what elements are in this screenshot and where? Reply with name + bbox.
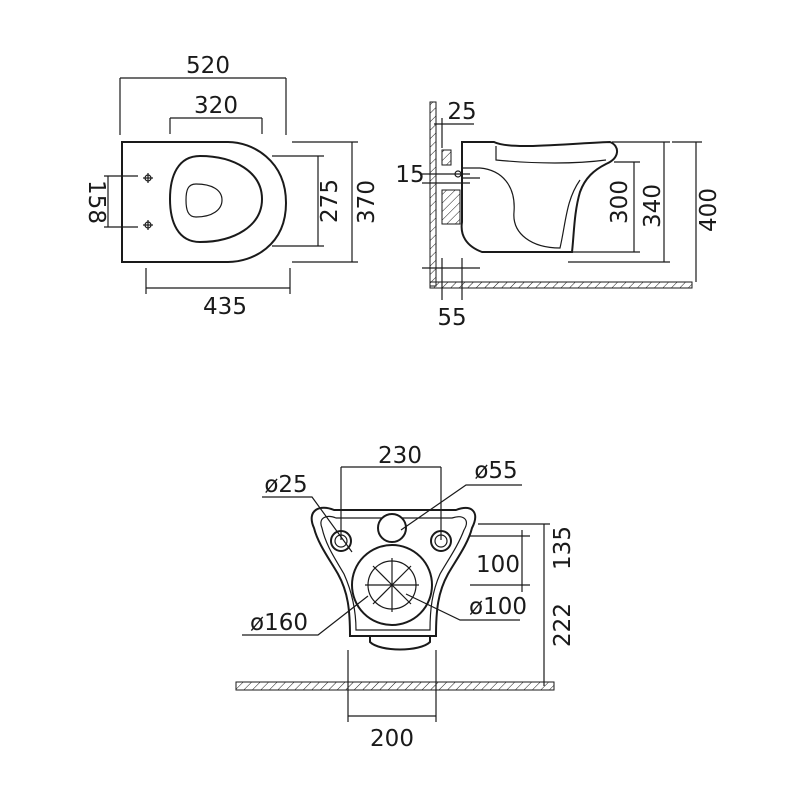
rear-inner-profile — [320, 515, 467, 631]
dim-overall-length: 520 — [119, 53, 287, 135]
dim-label: 15 — [395, 162, 424, 188]
dim-rim-height-300: 300 — [568, 161, 640, 253]
wall-section — [429, 101, 437, 287]
dim-label: 300 — [607, 180, 633, 224]
dim-seat-width: 275 — [272, 155, 343, 247]
outlet-hole — [351, 544, 433, 626]
dim-wall-offset: 25 — [434, 99, 477, 148]
dim-label: ø25 — [264, 472, 307, 498]
dim-overall-width: 370 — [292, 141, 380, 263]
dim-inlet-to-outlet: 100 — [470, 530, 530, 592]
leader-outlet-outer-diameter: ø160 — [242, 595, 369, 636]
bowl-outline — [121, 141, 288, 263]
seat-opening — [168, 154, 264, 244]
dim-label: 100 — [476, 552, 520, 578]
dim-inlet-offset: 15 — [395, 162, 470, 188]
dim-label: 320 — [194, 93, 238, 119]
dim-fixing-spacing: 158 — [83, 175, 138, 228]
dim-label: 230 — [378, 443, 422, 469]
leader-outlet-inner-diameter: ø100 — [405, 593, 527, 621]
inlet-block — [441, 149, 452, 166]
floor-section — [235, 681, 555, 691]
base-foot — [369, 636, 431, 651]
bowl-inner-line — [495, 146, 607, 164]
dim-outlet-to-floor: 222 — [543, 585, 576, 686]
dim-base-width: 200 — [347, 650, 437, 752]
dim-outlet-offset: 55 — [422, 258, 480, 331]
dim-label: ø160 — [250, 610, 308, 636]
bowl-profile — [460, 140, 618, 253]
fixing-hole-bottom — [143, 220, 153, 230]
side-view: 25 15 300 340 400 55 — [395, 99, 722, 331]
dim-label: 400 — [696, 188, 722, 232]
dim-label: 135 — [550, 526, 576, 570]
dim-label: 340 — [640, 184, 666, 228]
outlet-spigot — [462, 167, 480, 179]
floor-section — [429, 281, 693, 289]
dim-outlet-to-bolt: 135 — [478, 523, 576, 585]
dim-label: 158 — [83, 180, 109, 224]
inlet-hole — [377, 513, 407, 543]
top-view: 520 320 158 275 370 — [83, 53, 380, 320]
dim-label: 370 — [354, 180, 380, 224]
dim-seat-length: 320 — [169, 93, 263, 134]
dim-bolt-spacing: 230 — [340, 443, 442, 540]
dim-label: 25 — [447, 99, 476, 125]
rear-view: 230 ø25 ø55 100 135 222 ø160 — [235, 443, 576, 752]
fixing-hole-top — [143, 173, 153, 183]
dim-rim-height-340: 340 — [568, 141, 670, 263]
dim-label: 55 — [437, 305, 466, 331]
dim-label: 435 — [203, 294, 247, 320]
dim-label: 222 — [550, 603, 576, 647]
fixing-block — [441, 189, 461, 225]
dim-base-length: 435 — [145, 268, 291, 320]
leader-bolt-diameter: ø25 — [262, 472, 353, 553]
dim-label: 200 — [370, 726, 414, 752]
leader-inlet-diameter: ø55 — [400, 458, 522, 531]
dim-label: ø100 — [469, 594, 527, 620]
dim-overall-height: 400 — [672, 141, 722, 282]
dim-label: ø55 — [474, 458, 517, 484]
dim-label: 275 — [317, 179, 343, 223]
bowl-inner-opening — [185, 183, 223, 218]
dim-label: 520 — [186, 53, 230, 79]
trap-inner-line — [479, 167, 581, 249]
